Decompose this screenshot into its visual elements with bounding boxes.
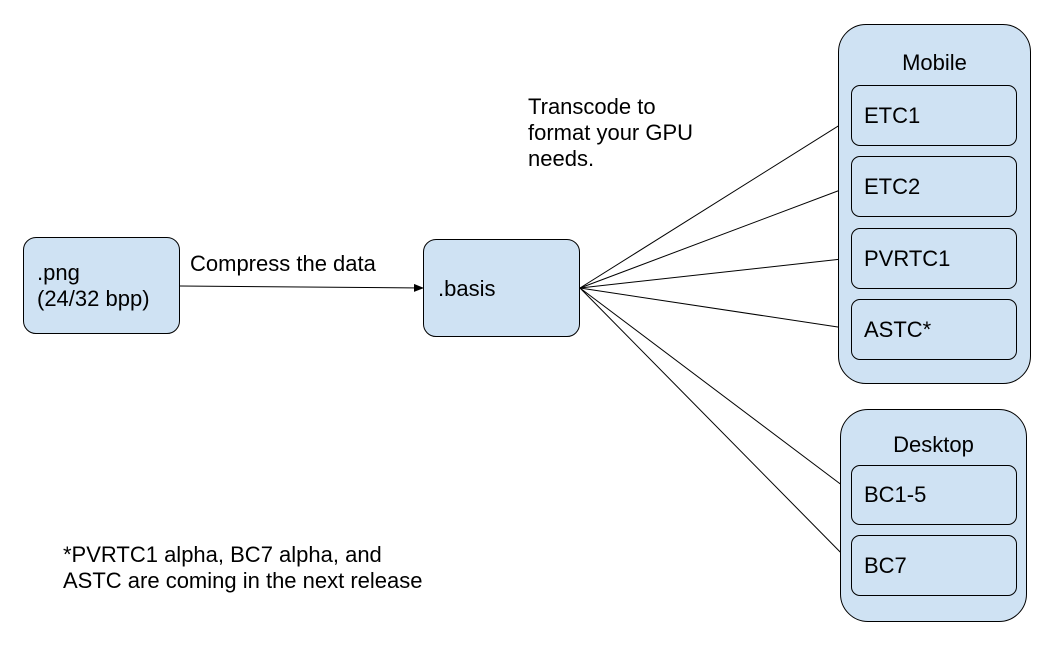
- footnote: *PVRTC1 alpha, BC7 alpha, and ASTC are c…: [63, 542, 423, 594]
- png-node-line2: (24/32 bpp): [37, 286, 150, 311]
- desktop-group-title: Desktop: [893, 432, 974, 457]
- transcode-line-2: format your GPU: [528, 120, 694, 145]
- edge-basis-to-astc: [579, 287, 852, 332]
- mobile-group-title: Mobile: [902, 50, 967, 75]
- format-etc1-box: ETC1: [851, 85, 1017, 146]
- format-etc2-box: ETC2: [851, 156, 1017, 217]
- format-astc-label: ASTC*: [864, 316, 932, 342]
- edge-basis-to-bc1-5: [579, 287, 852, 493]
- format-bc7-box: BC7: [851, 535, 1017, 596]
- format-pvrtc1-label: PVRTC1: [864, 245, 951, 271]
- transcode-edge-label: Transcode to format your GPU needs.: [528, 94, 693, 172]
- format-etc2-label: ETC2: [864, 173, 921, 199]
- format-bc7-label: BC7: [864, 552, 907, 578]
- mobile-group: Mobile ETC1 ETC2 PVRTC1 ASTC*: [838, 24, 1031, 384]
- edge-basis-to-bc7: [579, 287, 852, 564]
- png-node: .png (24/32 bpp): [23, 237, 180, 334]
- basis-node: .basis: [423, 239, 580, 337]
- transcode-line-3: needs.: [528, 146, 595, 171]
- format-bc1-5-box: BC1-5: [851, 465, 1017, 525]
- compress-edge-label: Compress the data: [190, 251, 376, 276]
- edge-png-to-basis: [179, 283, 424, 292]
- format-pvrtc1-box: PVRTC1: [851, 228, 1017, 289]
- edge-basis-to-etc1: [579, 117, 852, 289]
- footnote-line-2: ASTC are coming in the next release: [63, 568, 423, 593]
- png-node-label: .png (24/32 bpp): [37, 260, 150, 312]
- edge-basis-to-etc2: [579, 185, 852, 289]
- footnote-line-1: *PVRTC1 alpha, BC7 alpha, and: [63, 542, 382, 567]
- basis-node-label: .basis: [438, 276, 496, 301]
- format-astc-box: ASTC*: [851, 299, 1017, 360]
- desktop-group: Desktop BC1-5 BC7: [840, 409, 1027, 622]
- format-etc1-label: ETC1: [864, 102, 921, 128]
- edge-basis-to-pvrtc1: [579, 255, 852, 289]
- format-bc1-5-label: BC1-5: [864, 482, 927, 507]
- png-node-line1: .png: [37, 260, 80, 285]
- transcode-line-1: Transcode to: [528, 94, 656, 119]
